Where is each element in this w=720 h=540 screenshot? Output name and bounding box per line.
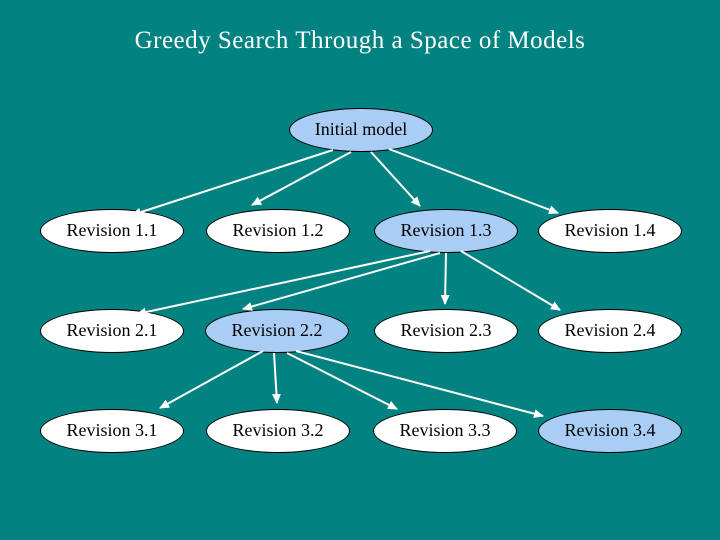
node-revision-3-3: Revision 3.3: [373, 409, 517, 453]
node-revision-2-2-label: Revision 2.2: [231, 320, 323, 340]
arrow-revision-2-2-to-revision-3-2: [271, 352, 281, 404]
node-revision-3-2: Revision 3.2: [206, 409, 350, 453]
node-revision-1-2: Revision 1.2: [206, 209, 350, 253]
node-revision-1-1-label: Revision 1.1: [66, 220, 158, 240]
arrow-initial-to-revision-1-2: [251, 151, 352, 206]
arrow-revision-1-3-to-revision-2-4: [460, 250, 561, 311]
slide-title: Greedy Search Through a Space of Models: [134, 27, 586, 54]
node-revision-2-3: Revision 2.3: [374, 309, 518, 353]
arrow-revision-1-3-to-revision-2-3: [440, 252, 450, 305]
node-revision-2-4-label: Revision 2.4: [564, 320, 656, 340]
node-revision-1-4: Revision 1.4: [538, 209, 682, 253]
node-revision-3-4-label: Revision 3.4: [564, 420, 656, 440]
node-revision-2-4: Revision 2.4: [538, 309, 682, 353]
node-revision-1-3-label: Revision 1.3: [400, 220, 492, 240]
node-revision-3-1: Revision 3.1: [40, 409, 184, 453]
arrow-revision-1-3-to-revision-2-1: [136, 250, 431, 317]
node-revision-1-4-label: Revision 1.4: [564, 220, 656, 240]
node-revision-3-1-label: Revision 3.1: [66, 420, 158, 440]
arrow-initial-to-revision-1-4: [388, 148, 559, 215]
node-revision-3-4: Revision 3.4: [538, 409, 682, 453]
arrow-revision-2-2-to-revision-3-3: [286, 352, 398, 410]
node-initial-model: Initial model: [289, 108, 433, 152]
arrow-initial-to-revision-1-1: [131, 149, 334, 217]
node-revision-3-3-label: Revision 3.3: [399, 420, 491, 440]
node-revision-1-2-label: Revision 1.2: [232, 220, 324, 240]
node-revision-1-3: Revision 1.3: [374, 209, 518, 253]
node-revision-2-1-label: Revision 2.1: [66, 320, 158, 340]
node-revision-2-2: Revision 2.2: [205, 309, 349, 353]
node-revision-2-1: Revision 2.1: [40, 309, 184, 353]
node-revision-3-2-label: Revision 3.2: [232, 420, 324, 440]
node-revision-2-3-label: Revision 2.3: [400, 320, 492, 340]
arrow-revision-2-2-to-revision-3-4: [295, 350, 544, 419]
node-revision-1-1: Revision 1.1: [40, 209, 184, 253]
arrow-initial-to-revision-1-3: [370, 151, 421, 207]
node-initial-model-label: Initial model: [314, 119, 408, 139]
arrow-revision-1-3-to-revision-2-2: [242, 252, 441, 311]
arrow-revision-2-2-to-revision-3-1: [159, 350, 264, 409]
